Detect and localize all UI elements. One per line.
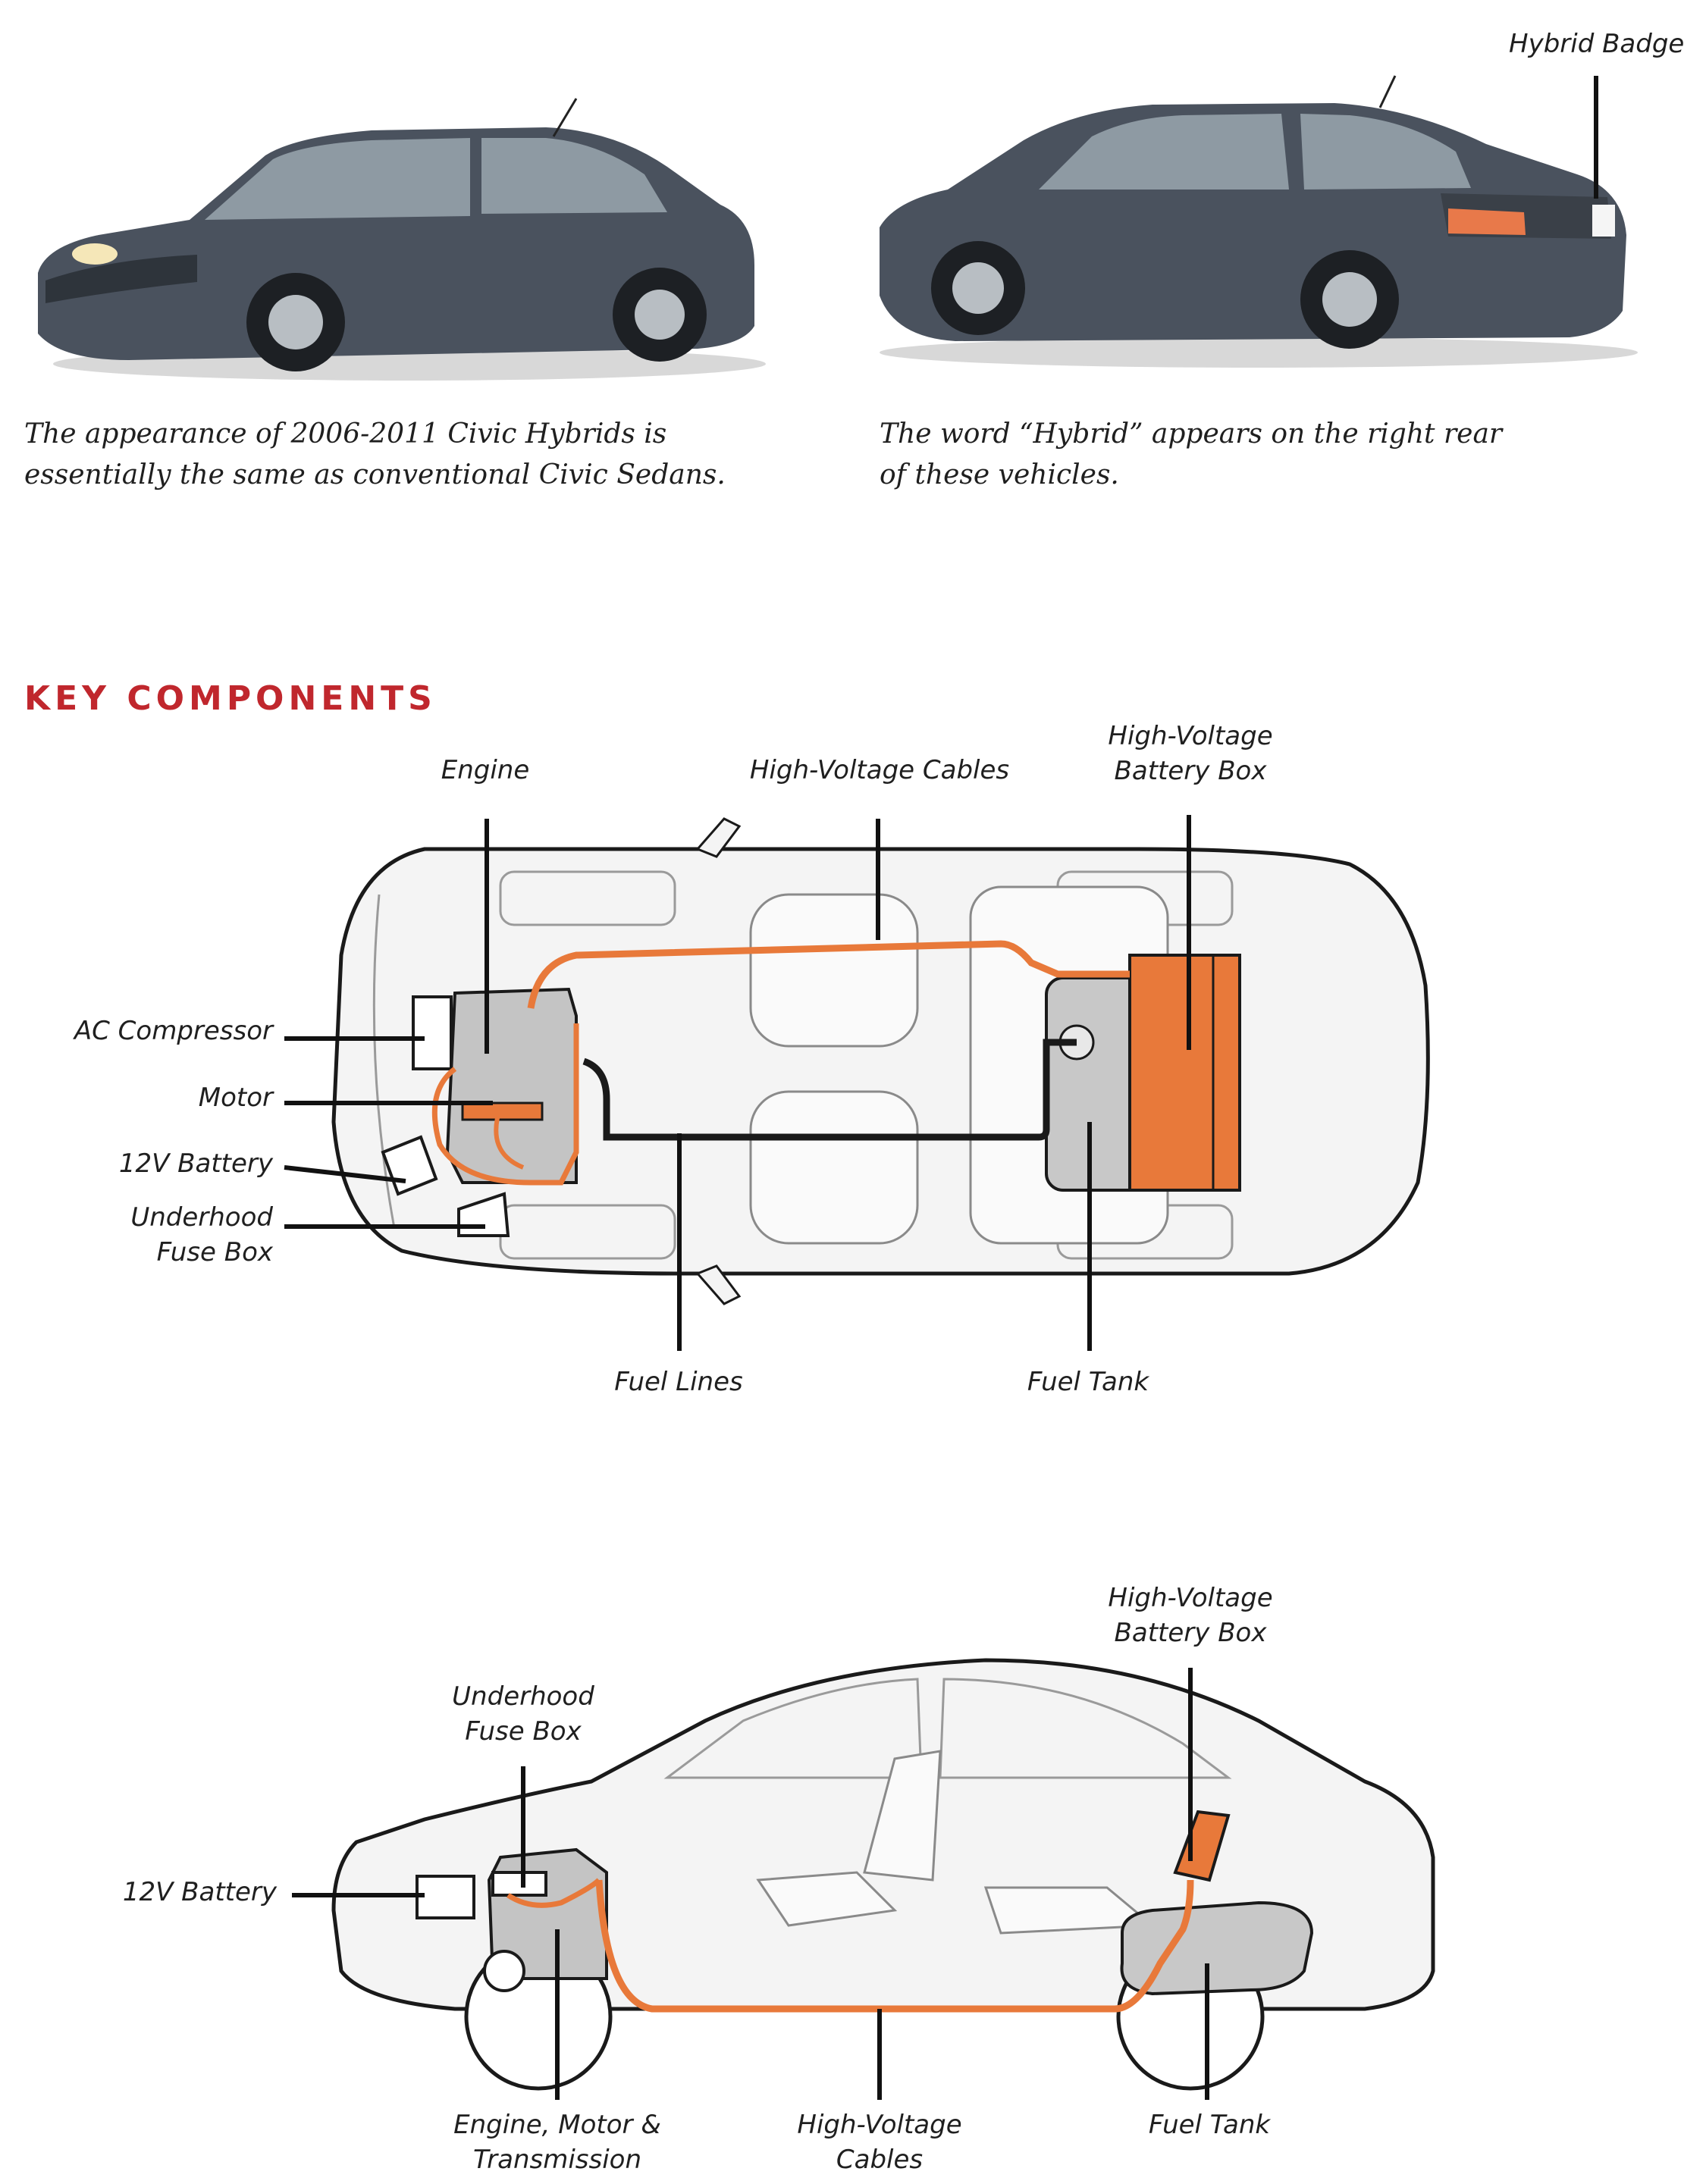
top-view-fuel-line-path	[582, 1039, 1077, 1141]
label-12v-battery-side: 12V Battery	[122, 1877, 277, 1907]
side-view-hv-cable-path	[595, 1879, 1194, 2013]
label-underhood-fuse-box-side: Underhood Fuse Box	[452, 1681, 594, 1747]
left-photo-caption: The appearance of 2006-2011 Civic Hybrid…	[24, 418, 726, 490]
label-hv-battery-box-side: High-Voltage Battery Box	[1108, 1583, 1273, 1648]
front-car-photo	[38, 98, 766, 381]
label-fuel-tank-top: Fuel Tank	[1027, 1367, 1149, 1397]
top-view-ac-compressor	[412, 995, 453, 1070]
top-view-hv-battery-box	[1128, 954, 1241, 1192]
label-fuel-tank-side: Fuel Tank	[1148, 2110, 1271, 2140]
top-view-hv-cable-path	[527, 940, 1130, 1009]
top-view-motor	[461, 1101, 544, 1121]
label-engine-motor-transmission: Engine, Motor & Transmission	[453, 2110, 661, 2175]
right-photo-caption: The word “Hybrid” appears on the right r…	[880, 418, 1503, 490]
label-motor: Motor	[198, 1083, 273, 1113]
label-fuel-lines: Fuel Lines	[614, 1367, 743, 1397]
side-view-12v-battery	[416, 1875, 475, 1919]
label-engine: Engine	[441, 755, 530, 785]
rear-car-photo	[880, 75, 1638, 368]
label-underhood-fuse-box-top: Underhood Fuse Box	[130, 1202, 273, 1267]
hybrid-badge-label: Hybrid Badge	[1509, 29, 1685, 59]
label-hv-cables-side: High-Voltage Cables	[797, 2110, 962, 2175]
label-ac-compressor: AC Compressor	[74, 1016, 273, 1046]
label-hv-battery-box-top: High-Voltage Battery Box	[1108, 721, 1273, 786]
section-title: KEY COMPONENTS	[24, 679, 437, 718]
label-hv-cables-top: High-Voltage Cables	[749, 755, 1010, 785]
side-view-fuel-tank	[1120, 1900, 1314, 1996]
label-12v-battery-top: 12V Battery	[118, 1148, 273, 1179]
side-view-fuse-box	[491, 1871, 547, 1897]
